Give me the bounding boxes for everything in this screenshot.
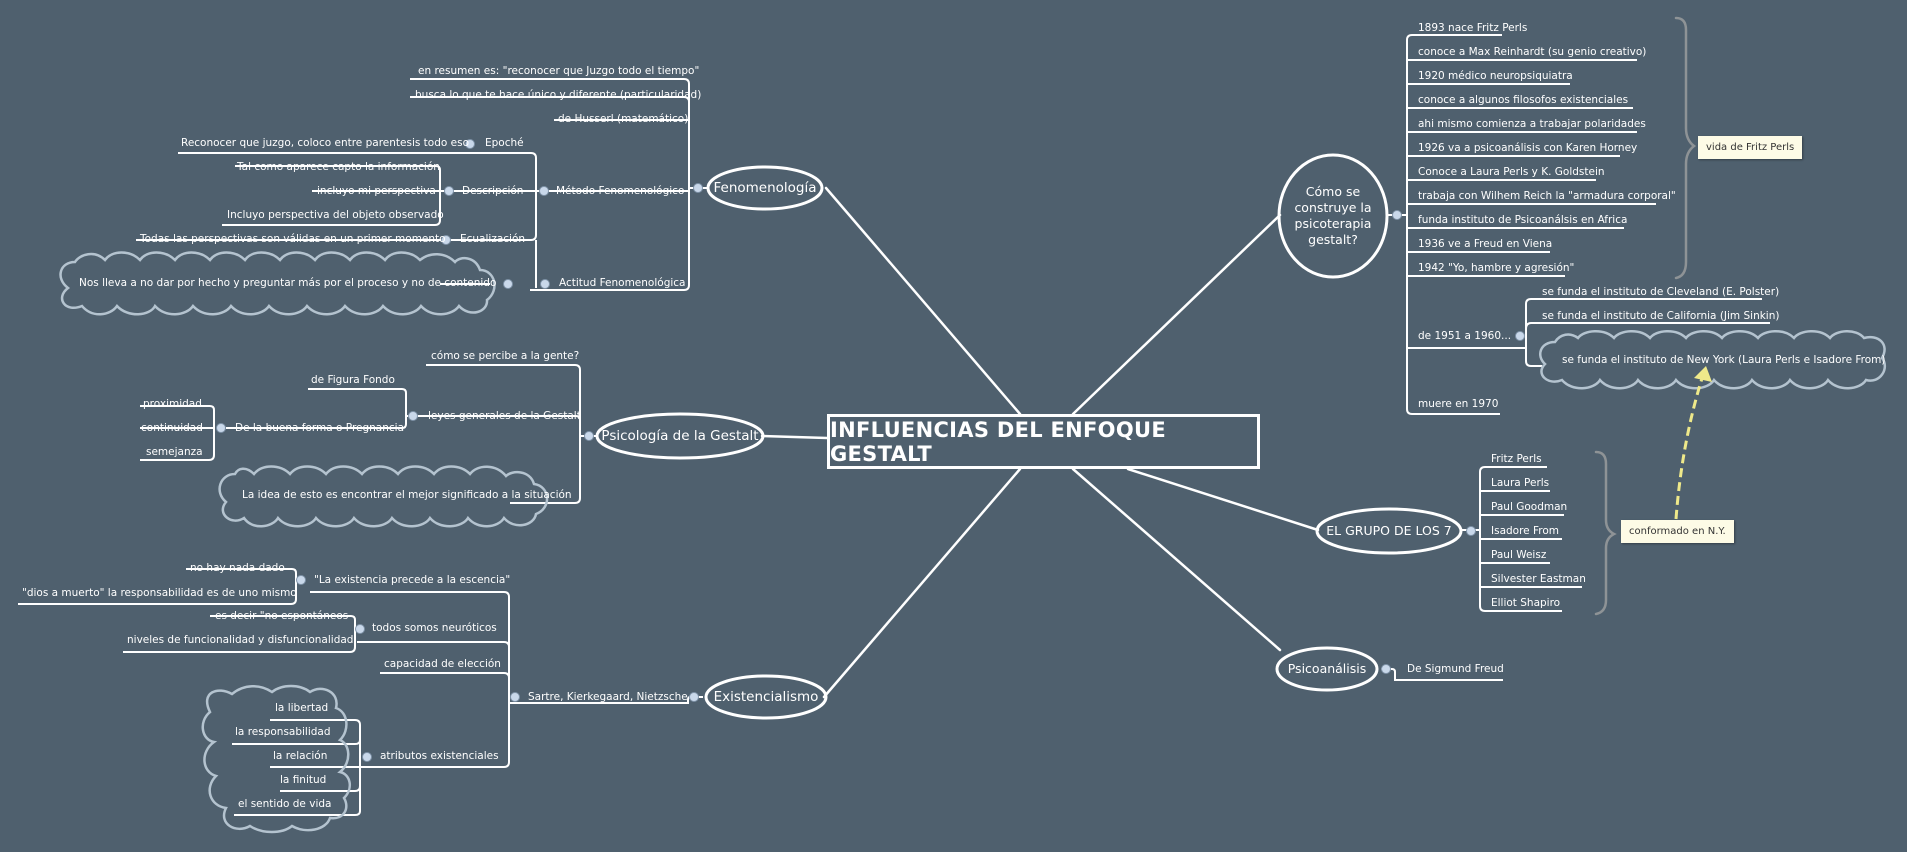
- central-topic[interactable]: INFLUENCIAS DEL ENFOQUE GESTALT: [827, 414, 1260, 469]
- fen-descripcion[interactable]: Descripción: [462, 185, 524, 197]
- psicoanalisis-detail[interactable]: De Sigmund Freud: [1407, 663, 1504, 675]
- ter-item-5[interactable]: ahi mismo comienza a trabajar polaridade…: [1418, 118, 1646, 130]
- fen-busca[interactable]: busca lo que te hace único y diferente (…: [415, 89, 702, 101]
- psi-proximidad[interactable]: proximidad: [143, 398, 202, 410]
- fen-actitud[interactable]: Actitud Fenomenológica: [559, 277, 686, 289]
- node-psicologia-gestalt[interactable]: Psicología de la Gestalt: [601, 428, 759, 444]
- exi-neuroticos-item-2[interactable]: niveles de funcionalidad y disfuncionali…: [127, 634, 354, 646]
- fen-descripcion-item-3[interactable]: Incluyo perspectiva del objeto observado: [227, 209, 444, 221]
- ter-decada-item-2[interactable]: se funda el instituto de California (Jim…: [1542, 310, 1780, 322]
- grupo-member-6[interactable]: Silvester Eastman: [1491, 573, 1586, 585]
- ter-decada-item-1[interactable]: se funda el instituto de Cleveland (E. P…: [1542, 286, 1780, 298]
- exi-atributo-finitud[interactable]: la finitud: [280, 774, 327, 786]
- exi-eleccion[interactable]: capacidad de elección: [384, 658, 501, 670]
- grupo-member-7[interactable]: Elliot Shapiro: [1491, 597, 1561, 609]
- fen-actitud-detail[interactable]: Nos lleva a no dar por hecho y preguntar…: [79, 277, 497, 289]
- node-existencialismo[interactable]: Existencialismo: [713, 689, 819, 705]
- psi-semejanza[interactable]: semejanza: [146, 446, 203, 458]
- ter-decada[interactable]: de 1951 a 1960...: [1418, 330, 1512, 342]
- exi-atributo-sentido[interactable]: el sentido de vida: [238, 798, 332, 810]
- exi-atributo-libertad[interactable]: la libertad: [275, 702, 329, 714]
- fen-descripcion-item-1[interactable]: Tal como aparece capto la información: [237, 161, 440, 173]
- node-fenomenologia[interactable]: Fenomenología: [713, 180, 817, 196]
- ter-item-8[interactable]: trabaja con Wilhem Reich la "armadura co…: [1418, 190, 1676, 202]
- fen-ecualizacion[interactable]: Ecualización: [460, 233, 526, 245]
- exi-neuroticos[interactable]: todos somos neuróticos: [372, 622, 497, 634]
- psi-buena-forma[interactable]: De la buena forma o Pregnancia: [235, 422, 405, 434]
- fen-epoche[interactable]: Epoché: [485, 137, 524, 149]
- psi-como[interactable]: cómo se percibe a la gente?: [431, 350, 580, 362]
- grupo-member-1[interactable]: Fritz Perls: [1491, 453, 1542, 465]
- fen-epoche-detail[interactable]: Reconocer que juzgo, coloco entre parent…: [181, 137, 469, 149]
- grupo-member-2[interactable]: Laura Perls: [1491, 477, 1550, 489]
- exi-existencia-item-1[interactable]: no hay nada dado: [190, 562, 285, 574]
- psi-idea[interactable]: La idea de esto es encontrar el mejor si…: [242, 489, 572, 501]
- fen-ecualizacion-detail[interactable]: Todas las perspectivas son válidas en un…: [140, 233, 446, 245]
- note-conformado-ny[interactable]: conformado en N.Y.: [1621, 520, 1734, 543]
- exi-existencia[interactable]: "La existencia precede a la escencia": [314, 574, 511, 586]
- ter-item-9[interactable]: funda instituto de Psicoanálsis en Afric…: [1418, 214, 1628, 226]
- central-topic-title: INFLUENCIAS DEL ENFOQUE GESTALT: [830, 417, 1166, 466]
- fen-descripcion-item-2[interactable]: incluyo mi perspectiva: [317, 185, 436, 197]
- grupo-member-5[interactable]: Paul Weisz: [1491, 549, 1547, 561]
- exi-neuroticos-item-1[interactable]: es decir "no espontáneos: [215, 610, 349, 622]
- psi-figura[interactable]: de Figura Fondo: [311, 374, 395, 386]
- ter-decada-item-3[interactable]: se funda el instituto de New York (Laura…: [1562, 354, 1886, 366]
- ter-item-10[interactable]: 1936 ve a Freud en Viena: [1418, 238, 1553, 250]
- fen-metodo[interactable]: Método Fenomenológico: [556, 185, 685, 197]
- psi-leyes[interactable]: leyes generales de la Gestalt: [428, 410, 581, 422]
- fen-en-resumen[interactable]: en resumen es: "reconocer que Juzgo todo…: [418, 65, 700, 77]
- exi-atributo-relacion[interactable]: la relación: [273, 750, 328, 762]
- ter-muere[interactable]: muere en 1970: [1418, 398, 1499, 410]
- note-vida-fritz-perls[interactable]: vida de Fritz Perls: [1698, 136, 1803, 159]
- ter-item-3[interactable]: 1920 médico neuropsiquiatra: [1418, 70, 1573, 82]
- psi-continuidad[interactable]: continuidad: [141, 422, 203, 434]
- exi-atributos[interactable]: atributos existenciales: [380, 750, 499, 762]
- grupo-member-3[interactable]: Paul Goodman: [1491, 501, 1568, 513]
- ter-item-7[interactable]: Conoce a Laura Perls y K. Goldstein: [1418, 166, 1605, 178]
- fen-husserl[interactable]: de Husserl (matemático): [558, 113, 689, 125]
- ter-item-1[interactable]: 1893 nace Fritz Perls: [1418, 22, 1528, 34]
- exi-autores[interactable]: Sartre, Kierkegaard, Nietzsche: [528, 691, 688, 703]
- exi-existencia-item-2[interactable]: "dios a muerto" la responsabilidad es de…: [22, 587, 297, 599]
- node-grupo-de-los-7[interactable]: EL GRUPO DE LOS 7: [1326, 523, 1452, 538]
- node-psicoterapia[interactable]: Cómo se construye la psicoterapia gestal…: [1294, 184, 1372, 247]
- ter-item-2[interactable]: conoce a Max Reinhardt (su genio creativ…: [1418, 46, 1647, 58]
- exi-atributo-responsabilidad[interactable]: la responsabilidad: [235, 726, 331, 738]
- grupo-member-4[interactable]: Isadore From: [1491, 525, 1559, 537]
- node-psicoanalisis[interactable]: Psicoanálisis: [1287, 661, 1367, 676]
- ter-item-4[interactable]: conoce a algunos filosofos existenciales: [1418, 94, 1629, 106]
- ter-item-11[interactable]: 1942 "Yo, hambre y agresión": [1418, 262, 1575, 274]
- ter-item-6[interactable]: 1926 va a psicoanálisis con Karen Horney: [1418, 142, 1638, 154]
